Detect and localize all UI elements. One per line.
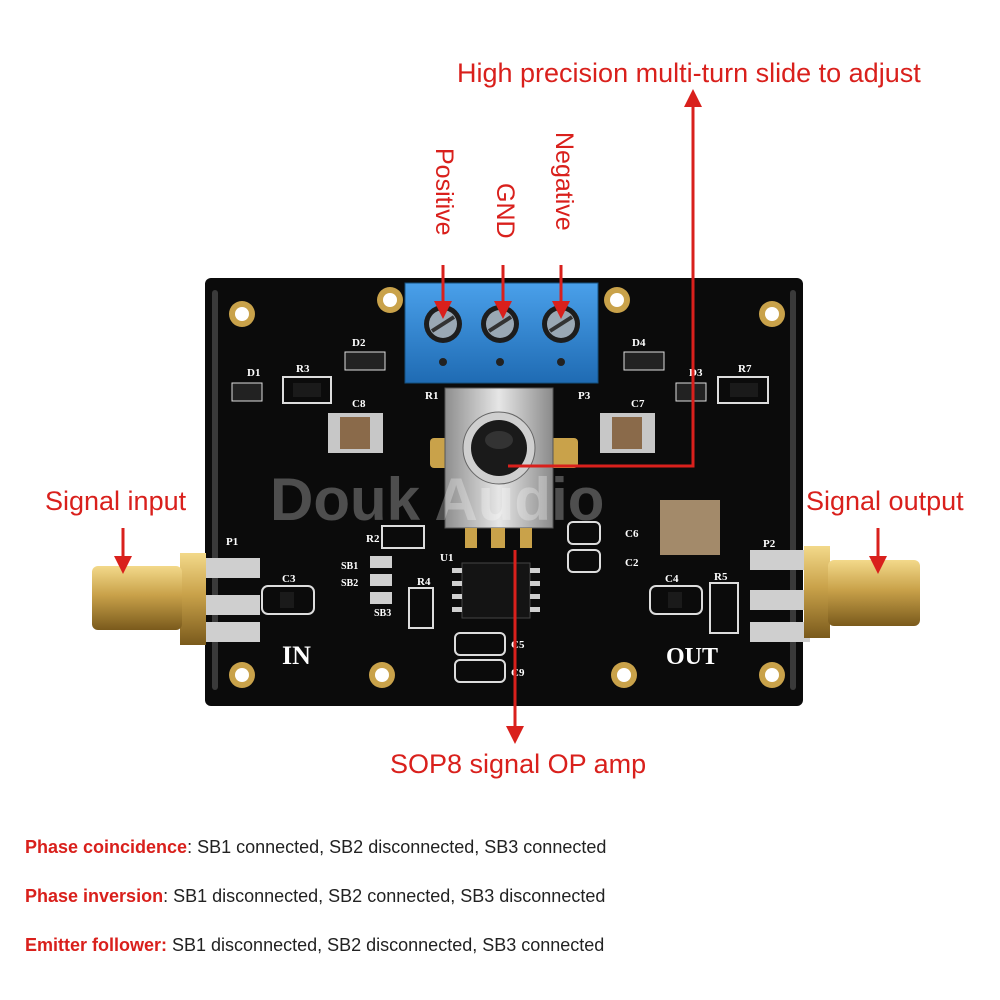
signal-output-label: Signal output <box>806 486 964 516</box>
note-title: Phase coincidence <box>25 837 188 857</box>
diodes <box>231 351 707 402</box>
rf-logo <box>660 500 720 555</box>
silk-r3: R3 <box>296 363 310 375</box>
silk-sb2: SB2 <box>341 578 358 589</box>
silk-out: OUT <box>666 644 718 670</box>
potentiometer <box>430 387 578 548</box>
note-phase-inversion: Phase inversion: SB1 disconnected, SB2 c… <box>25 886 605 907</box>
note-title: Emitter follower: <box>25 935 168 955</box>
note-phase-coincidence: Phase coincidence: SB1 connected, SB2 di… <box>25 837 606 858</box>
sma-connector-output <box>750 546 920 642</box>
silk-p3: P3 <box>578 390 591 402</box>
sop8-chip <box>452 562 540 619</box>
note-emitter-follower: Emitter follower: SB1 disconnected, SB2 … <box>25 935 604 956</box>
note-title: Phase inversion <box>25 886 164 906</box>
smd-capacitors-large <box>328 413 655 453</box>
silk-c2: C2 <box>625 557 639 569</box>
silk-c6: C6 <box>625 528 639 540</box>
silk-r7: R7 <box>738 363 752 375</box>
silk-d2: D2 <box>352 337 366 349</box>
smd-capacitors-small <box>261 521 703 683</box>
silk-r1: R1 <box>425 390 438 402</box>
note-text: SB1 disconnected, SB2 disconnected, SB3 … <box>167 935 605 955</box>
silk-d4: D4 <box>632 337 646 349</box>
silk-c3: C3 <box>282 573 296 585</box>
silk-c8: C8 <box>352 398 366 410</box>
silk-r2: R2 <box>366 533 380 545</box>
silk-sb1: SB1 <box>341 561 358 572</box>
silk-d3: D3 <box>689 367 703 379</box>
positive-label: Positive <box>430 148 458 236</box>
signal-input-label: Signal input <box>45 486 187 516</box>
note-text: : SB1 disconnected, SB2 connected, SB3 d… <box>163 886 606 906</box>
note-text: : SB1 connected, SB2 disconnected, SB3 c… <box>187 837 607 857</box>
silk-r5: R5 <box>714 571 728 583</box>
silk-r4: R4 <box>417 576 431 588</box>
gnd-label: GND <box>491 183 519 239</box>
watermark: Douk Audio <box>270 466 604 533</box>
op-amp-callout: SOP8 signal OP amp <box>390 749 647 779</box>
silk-d1: D1 <box>247 367 260 379</box>
silk-c5: C5 <box>511 639 525 651</box>
solder-bridges <box>370 556 392 604</box>
silk-c7: C7 <box>631 398 645 410</box>
silk-c4: C4 <box>665 573 679 585</box>
silk-p2: P2 <box>763 538 776 550</box>
multi-turn-callout: High precision multi-turn slide to adjus… <box>457 58 921 88</box>
resistors <box>282 376 769 634</box>
silk-c9: C9 <box>511 667 525 679</box>
silk-in: IN <box>282 641 311 670</box>
silk-u1: U1 <box>440 552 453 564</box>
silk-p1: P1 <box>226 536 238 548</box>
sma-connector-input <box>92 553 260 645</box>
silk-sb3: SB3 <box>374 608 391 619</box>
negative-label: Negative <box>550 132 578 231</box>
mounting-holes <box>229 287 785 688</box>
callout-arrows <box>114 89 887 744</box>
